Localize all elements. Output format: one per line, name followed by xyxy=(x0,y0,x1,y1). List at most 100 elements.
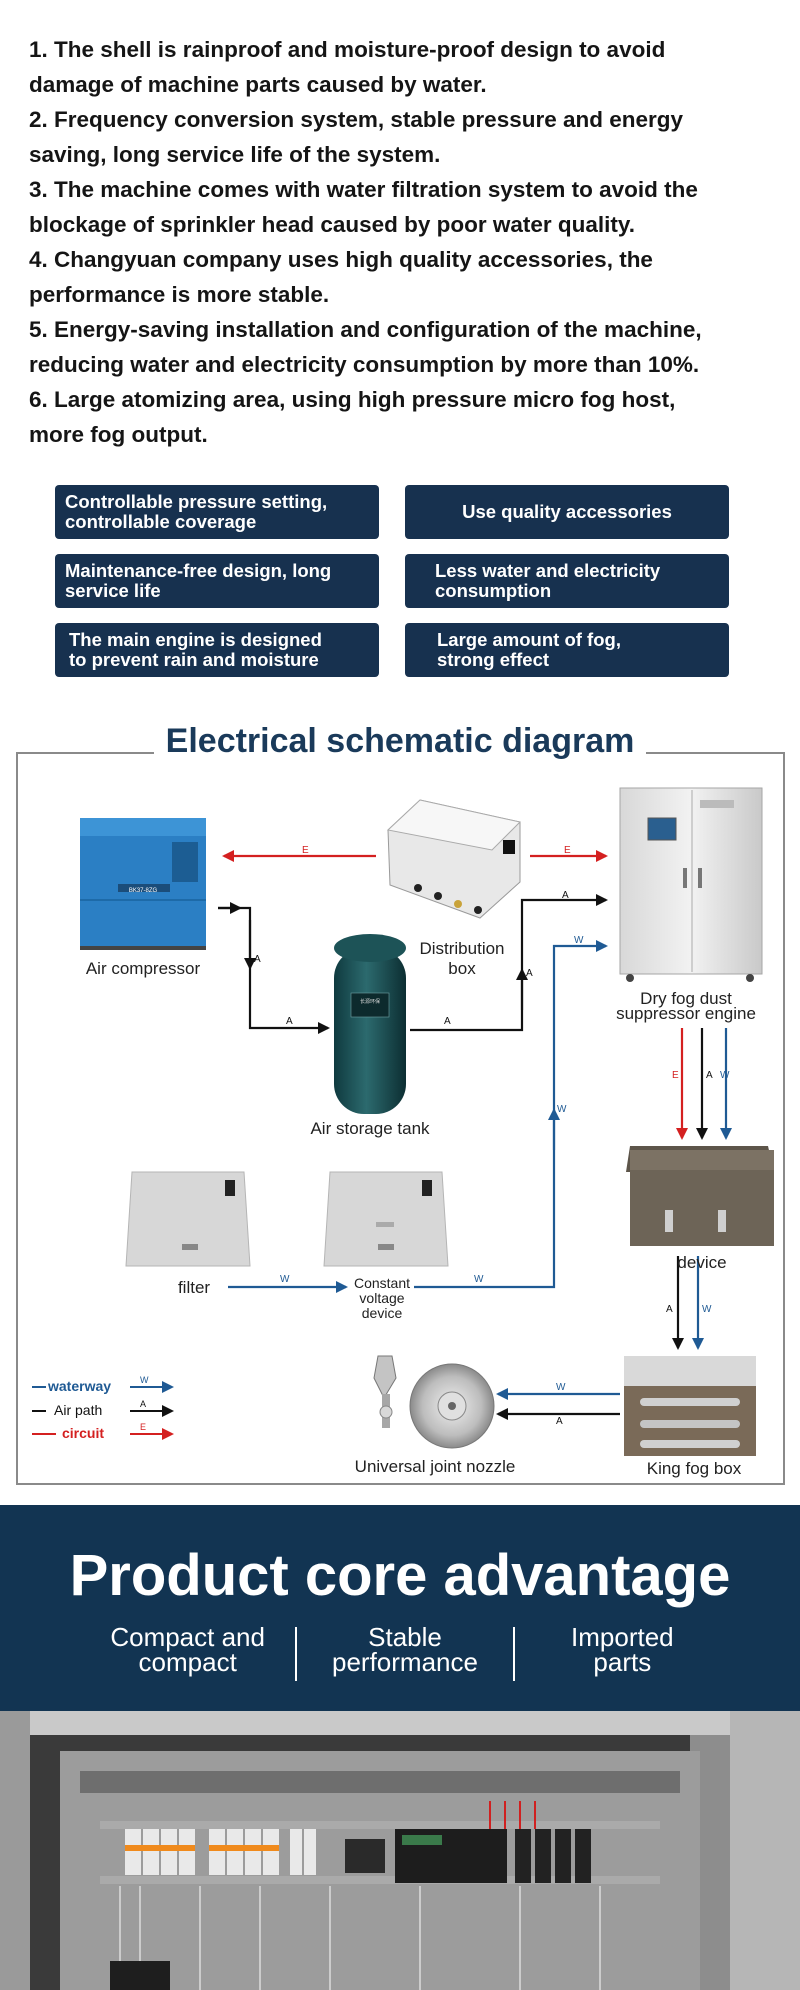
device-image xyxy=(626,1146,774,1246)
schematic-title-text: Electrical schematic diagram xyxy=(153,722,647,761)
feature-line: saving, long service life of the system. xyxy=(29,142,441,167)
label-constant-voltage-2: voltage xyxy=(359,1290,405,1306)
legend-letter: E xyxy=(140,1422,146,1432)
label-distribution-box-2: box xyxy=(448,959,476,978)
feature-line: 3. The machine comes with water filtrati… xyxy=(29,177,698,202)
core-items: Compact and compact Stable performance I… xyxy=(80,1622,730,1683)
arrow-letter: E xyxy=(672,1070,679,1081)
arrow-letter: W xyxy=(702,1304,712,1315)
feature-list: 1. The shell is rainproof and moisture-p… xyxy=(29,32,789,452)
arrow-letter: W xyxy=(574,935,584,946)
feature-line: 6. Large atomizing area, using high pres… xyxy=(29,387,676,412)
core-divider xyxy=(512,1627,515,1681)
label-filter: filter xyxy=(177,1278,211,1297)
label-dry-fog-engine: Dry fog dust xyxy=(640,989,732,1008)
water-lines xyxy=(228,940,732,1400)
feature-line: 4. Changyuan company uses high quality a… xyxy=(29,247,653,272)
air-line xyxy=(218,906,330,1034)
feature-line: 5. Energy-saving installation and config… xyxy=(29,317,702,342)
dry-fog-engine-image xyxy=(619,787,763,982)
core-item: Stable performance xyxy=(297,1622,512,1683)
legend-letter: A xyxy=(140,1399,146,1409)
air-storage-tank-image xyxy=(334,934,406,1114)
feature-line: reducing water and electricity consumpti… xyxy=(29,352,700,377)
feature-line: 1. The shell is rainproof and moisture-p… xyxy=(29,37,666,62)
universal-joint-nozzle-image xyxy=(373,1355,495,1449)
badge-fog: Large amount of fog,strong effect xyxy=(405,623,729,677)
arrow-letter: A xyxy=(666,1304,673,1315)
label-distribution-box: Distribution xyxy=(419,939,505,958)
circuit-lines xyxy=(222,850,688,1140)
badge-text: to prevent rain and moisture xyxy=(69,649,319,670)
legend-letter: W xyxy=(140,1375,149,1385)
king-fog-box-image xyxy=(624,1356,756,1456)
badge-text: strong effect xyxy=(437,649,550,670)
core-item-text: Imported xyxy=(571,1622,674,1652)
schematic-title: Electrical schematic diagram xyxy=(0,722,800,761)
arrow-letter: A xyxy=(444,1016,451,1027)
arrow-letter: A xyxy=(286,1016,293,1027)
air-line xyxy=(410,894,608,1032)
schematic-diagram: BK37-8ZG 长源环保 xyxy=(32,787,774,1456)
arrow-letter: A xyxy=(706,1070,713,1081)
cabinet-illustration xyxy=(0,1711,800,1990)
arrow-letter: A xyxy=(562,890,569,901)
feature-line: blockage of sprinkler head caused by poo… xyxy=(29,212,635,237)
arrow-letter: A xyxy=(556,1416,563,1427)
arrow-letter: E xyxy=(302,845,309,856)
badge-text: consumption xyxy=(435,580,552,601)
legend-circuit: circuit xyxy=(62,1425,105,1441)
label-dry-fog-engine-2: suppressor engine xyxy=(616,1004,756,1023)
label-king-fog-box: King fog box xyxy=(646,1459,742,1478)
feature-line: 2. Frequency conversion system, stable p… xyxy=(29,107,684,132)
tank-brand: 长源环保 xyxy=(360,998,380,1005)
label-device: device xyxy=(677,1253,727,1272)
badge-text: Maintenance-free design, long xyxy=(65,560,332,581)
core-item-text: Compact and xyxy=(110,1622,265,1652)
badge-accessories: Use quality accessories xyxy=(405,485,729,539)
core-item-text: parts xyxy=(593,1647,652,1677)
legend-waterway: waterway xyxy=(48,1378,112,1394)
badge-text: controllable coverage xyxy=(65,511,257,532)
core-item-text: performance xyxy=(332,1647,478,1677)
badge-text: Large amount of fog, xyxy=(437,629,621,650)
core-item-text: Stable xyxy=(368,1622,442,1652)
legend: W A E xyxy=(32,1375,174,1440)
core-item: Compact and compact xyxy=(80,1622,295,1683)
arrow-letter: W xyxy=(720,1070,730,1081)
legend-air-path: Air path xyxy=(54,1402,103,1418)
arrow-letter: A xyxy=(526,968,533,979)
air-compressor-image xyxy=(80,818,206,950)
arrow-letter: W xyxy=(556,1382,566,1393)
label-nozzle: Universal joint nozzle xyxy=(354,1457,516,1476)
badge-text: The main engine is designed xyxy=(69,629,322,650)
feature-line: damage of machine parts caused by water. xyxy=(29,72,487,97)
label-air-storage-tank: Air storage tank xyxy=(310,1119,430,1138)
feature-line: performance is more stable. xyxy=(29,282,330,307)
core-divider xyxy=(295,1627,298,1681)
arrow-letters: E E E A A A A A A A A W W W W W W W xyxy=(254,845,730,1427)
badge-text: Use quality accessories xyxy=(462,501,672,522)
badge-text: Less water and electricity xyxy=(435,560,661,581)
arrow-letter: E xyxy=(564,845,571,856)
core-item-text: compact xyxy=(138,1647,237,1677)
core-advantage-banner: Product core advantage Compact and compa… xyxy=(0,1505,800,1711)
label-air-compressor: Air compressor xyxy=(85,959,201,978)
distribution-box-image xyxy=(386,799,521,919)
label-constant-voltage: Constant xyxy=(353,1275,411,1291)
arrow-letter: W xyxy=(557,1104,567,1115)
arrow-letter: W xyxy=(280,1274,290,1285)
constant-voltage-device-image xyxy=(323,1171,449,1267)
badge-text: service life xyxy=(65,580,161,601)
feature-line: more fog output. xyxy=(29,422,208,447)
filter-image xyxy=(125,1171,251,1267)
core-item: Imported parts xyxy=(515,1622,730,1683)
compressor-model: BK37-8ZG xyxy=(129,888,158,894)
badge-pressure: Controllable pressure setting,controllab… xyxy=(55,485,379,539)
badge-text: Controllable pressure setting, xyxy=(65,491,328,512)
control-cabinet-photo xyxy=(0,1711,800,1990)
arrow-letter: W xyxy=(474,1274,484,1285)
